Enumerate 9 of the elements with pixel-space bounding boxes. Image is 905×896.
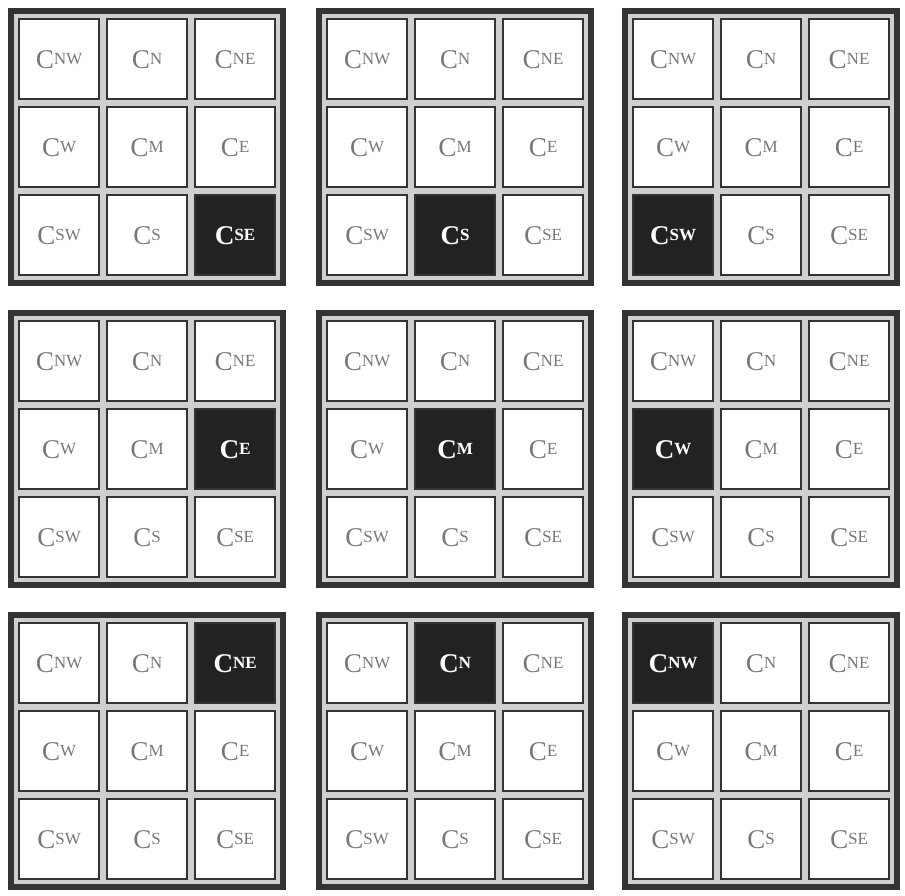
- grid-panel: [8, 612, 286, 890]
- grid-panel: [316, 612, 594, 890]
- grid-panel: [8, 310, 286, 588]
- grid-panel: [622, 612, 900, 890]
- grid-panel: [622, 310, 900, 588]
- grid-panel: [316, 310, 594, 588]
- grid-panel: [316, 8, 594, 286]
- grid-panel: [622, 8, 900, 286]
- grid-panel: [8, 8, 286, 286]
